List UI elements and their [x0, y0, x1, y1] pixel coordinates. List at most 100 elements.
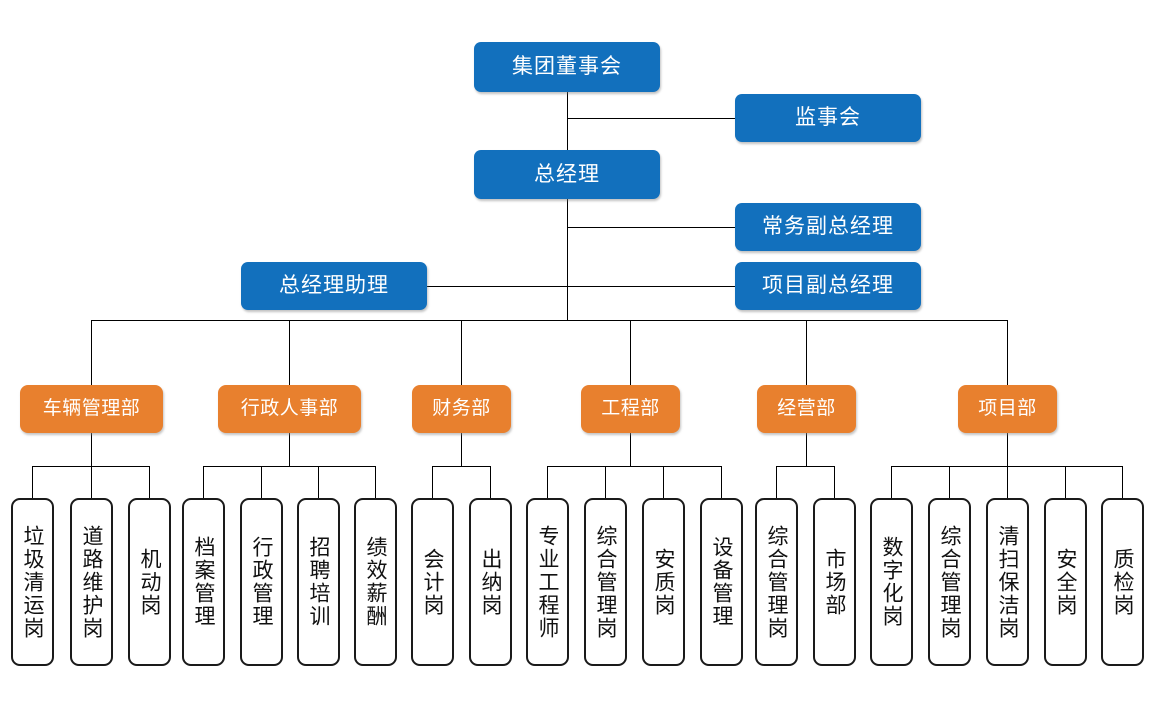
connector-operations-stem: [806, 433, 807, 467]
position-node-label: 垃圾清运岗: [21, 524, 45, 640]
position-node[interactable]: 档案管理: [182, 498, 225, 666]
position-node-label: 绩效薪酬: [364, 536, 388, 628]
connector-project-child-2: [1007, 466, 1008, 499]
connector-admin-hr-child-bus: [203, 466, 376, 467]
connector-admin-hr-child-3: [375, 466, 376, 499]
connector-admin-hr-child-2: [318, 466, 319, 499]
connector-vehicle-management-stem: [91, 433, 92, 467]
position-node[interactable]: 市场部: [813, 498, 856, 666]
exec-node-label: 总经理助理: [279, 274, 389, 298]
connector-engineering-stem: [630, 433, 631, 467]
connector-operations-child-1: [834, 466, 835, 499]
connector-finance-child-bus: [432, 466, 491, 467]
position-node-label: 招聘培训: [307, 536, 331, 628]
position-node[interactable]: 绩效薪酬: [354, 498, 397, 666]
connector-vehicle-management-child-0: [32, 466, 33, 499]
position-node[interactable]: 招聘培训: [297, 498, 340, 666]
position-node[interactable]: 安全岗: [1044, 498, 1087, 666]
connector-finance-child-1: [490, 466, 491, 499]
exec-node-label: 项目副总经理: [762, 274, 894, 298]
exec-node-supervisory[interactable]: 监事会: [735, 94, 921, 142]
position-node-label: 综合管理岗: [765, 524, 789, 640]
connector-project-stem: [1007, 433, 1008, 467]
connector-bus-to-vehicle-management: [91, 320, 92, 386]
position-node[interactable]: 道路维护岗: [70, 498, 113, 666]
position-node[interactable]: 安质岗: [642, 498, 685, 666]
connector-admin-hr-child-0: [203, 466, 204, 499]
department-node-label: 工程部: [601, 397, 660, 419]
position-node-label: 综合管理岗: [594, 524, 618, 640]
connector-engineering-child-1: [605, 466, 606, 499]
position-node[interactable]: 行政管理: [240, 498, 283, 666]
exec-node-label: 总经理: [534, 162, 600, 186]
position-node[interactable]: 综合管理岗: [584, 498, 627, 666]
position-node[interactable]: 会计岗: [411, 498, 454, 666]
exec-node-gm-assistant[interactable]: 总经理助理: [241, 262, 427, 310]
connector-gm-to-project-vice-gm: [567, 286, 736, 287]
connector-gm-to-exec-vice-gm: [567, 227, 736, 228]
position-node-label: 综合管理岗: [938, 524, 962, 640]
position-node-label: 安质岗: [652, 547, 676, 617]
connector-engineering-child-2: [663, 466, 664, 499]
exec-node-project-vice-gm[interactable]: 项目副总经理: [735, 262, 921, 310]
position-node-label: 安全岗: [1054, 547, 1078, 617]
position-node[interactable]: 清扫保洁岗: [986, 498, 1029, 666]
position-node[interactable]: 数字化岗: [870, 498, 913, 666]
connector-project-child-4: [1122, 466, 1123, 499]
position-node[interactable]: 专业工程师: [526, 498, 569, 666]
connector-admin-hr-child-1: [261, 466, 262, 499]
position-node[interactable]: 设备管理: [700, 498, 743, 666]
connector-project-child-0: [891, 466, 892, 499]
department-node-project[interactable]: 项目部: [958, 385, 1057, 433]
position-node-label: 会计岗: [421, 547, 445, 617]
position-node-label: 质检岗: [1111, 547, 1135, 617]
connector-operations-child-bus: [776, 466, 835, 467]
position-node[interactable]: 综合管理岗: [755, 498, 798, 666]
connector-bus-to-admin-hr: [289, 320, 290, 386]
position-node[interactable]: 综合管理岗: [928, 498, 971, 666]
department-node-label: 财务部: [432, 397, 491, 419]
position-node-label: 行政管理: [250, 536, 274, 628]
connector-engineering-child-bus: [547, 466, 722, 467]
position-node[interactable]: 机动岗: [128, 498, 171, 666]
exec-node-board[interactable]: 集团董事会: [474, 42, 660, 92]
position-node-label: 清扫保洁岗: [996, 524, 1020, 640]
department-node-label: 经营部: [777, 397, 836, 419]
position-node-label: 市场部: [823, 547, 847, 617]
department-node-finance[interactable]: 财务部: [412, 385, 511, 433]
connector-bus-to-project: [1007, 320, 1008, 386]
exec-node-general-manager[interactable]: 总经理: [474, 150, 660, 199]
position-node[interactable]: 垃圾清运岗: [11, 498, 54, 666]
position-node[interactable]: 出纳岗: [469, 498, 512, 666]
position-node-label: 专业工程师: [536, 524, 560, 640]
position-node-label: 道路维护岗: [80, 524, 104, 640]
department-node-engineering[interactable]: 工程部: [581, 385, 680, 433]
department-node-label: 项目部: [978, 397, 1037, 419]
position-node-label: 档案管理: [192, 536, 216, 628]
position-node-label: 数字化岗: [880, 536, 904, 628]
connector-project-child-1: [949, 466, 950, 499]
connector-vehicle-management-child-1: [91, 466, 92, 499]
exec-node-label: 集团董事会: [512, 55, 622, 79]
department-node-vehicle-management[interactable]: 车辆管理部: [20, 385, 163, 433]
department-node-label: 车辆管理部: [42, 397, 141, 419]
position-node[interactable]: 质检岗: [1101, 498, 1144, 666]
position-node-label: 出纳岗: [479, 547, 503, 617]
connector-vehicle-management-child-2: [149, 466, 150, 499]
connector-gm-spine: [567, 199, 568, 321]
position-node-label: 机动岗: [138, 547, 162, 617]
connector-finance-child-0: [432, 466, 433, 499]
connector-gm-to-assistant: [427, 286, 568, 287]
connector-engineering-child-3: [721, 466, 722, 499]
connector-department-bus: [91, 320, 1008, 321]
connector-admin-hr-stem: [289, 433, 290, 467]
exec-node-exec-vice-gm[interactable]: 常务副总经理: [735, 203, 921, 251]
department-node-operations[interactable]: 经营部: [757, 385, 856, 433]
connector-engineering-child-0: [547, 466, 548, 499]
connector-board-to-gm: [567, 92, 568, 151]
department-node-admin-hr[interactable]: 行政人事部: [218, 385, 361, 433]
position-node-label: 设备管理: [710, 536, 734, 628]
connector-operations-child-0: [776, 466, 777, 499]
exec-node-label: 常务副总经理: [762, 215, 894, 239]
